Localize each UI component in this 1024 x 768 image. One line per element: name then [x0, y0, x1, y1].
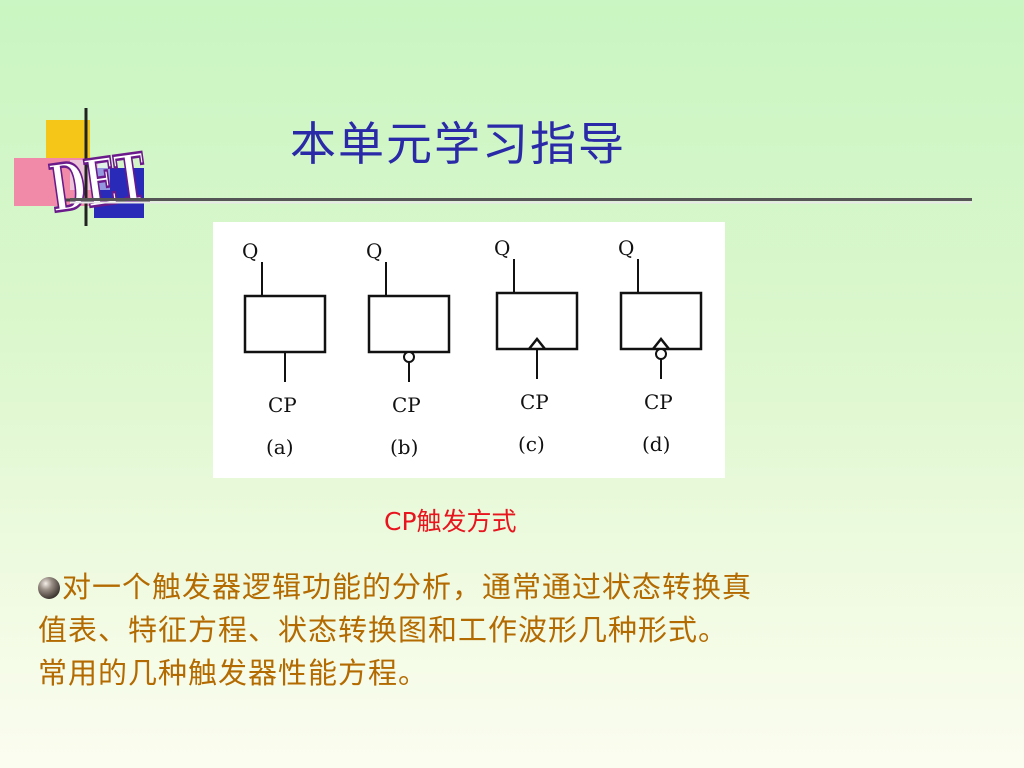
flip-flop-box-b [367, 294, 451, 354]
bullet-paragraph: 对一个触发器逻辑功能的分析，通常通过状态转换真 值表、特征方程、状态转换图和工作… [38, 566, 998, 695]
edge-trigger-d [652, 336, 670, 350]
title-rule [70, 198, 972, 204]
flip-flop-box-a [243, 294, 327, 354]
output-label-d: Q [618, 236, 634, 260]
output-label-b: Q [366, 239, 382, 263]
bullet-line-1: 对一个触发器逻辑功能的分析，通常通过状态转换真 [38, 566, 998, 609]
output-label-a: Q [242, 239, 258, 263]
inverter-bubble-b [403, 351, 415, 363]
panel-caption-d: (d) [642, 432, 670, 456]
bullet-icon [38, 577, 60, 599]
output-label-c: Q [494, 236, 510, 260]
input-label-d: CP [644, 390, 673, 414]
input-label-a: CP [268, 393, 297, 417]
bullet-text: 对一个触发器逻辑功能的分析，通常通过状态转换真 [62, 570, 753, 604]
input-label-c: CP [520, 390, 549, 414]
edge-trigger-c [528, 336, 546, 350]
panel-caption-b: (b) [390, 435, 418, 459]
inverter-bubble-d [655, 348, 667, 360]
bullet-line-3: 常用的几种触发器性能方程。 [38, 656, 429, 690]
input-label-b: CP [392, 393, 421, 417]
slide-title: 本单元学习指导 [290, 117, 626, 171]
figure-caption: CP触发方式 [384, 507, 517, 536]
det-logo-text: DET [45, 138, 150, 227]
flip-flop-diagram: Q CP (a) Q CP (b) Q CP (c) Q CP (d) [213, 222, 725, 478]
bullet-line-2: 值表、特征方程、状态转换图和工作波形几种形式。 [38, 613, 729, 647]
det-logo: DET [10, 108, 152, 236]
panel-caption-a: (a) [266, 435, 294, 459]
panel-caption-c: (c) [518, 432, 545, 456]
